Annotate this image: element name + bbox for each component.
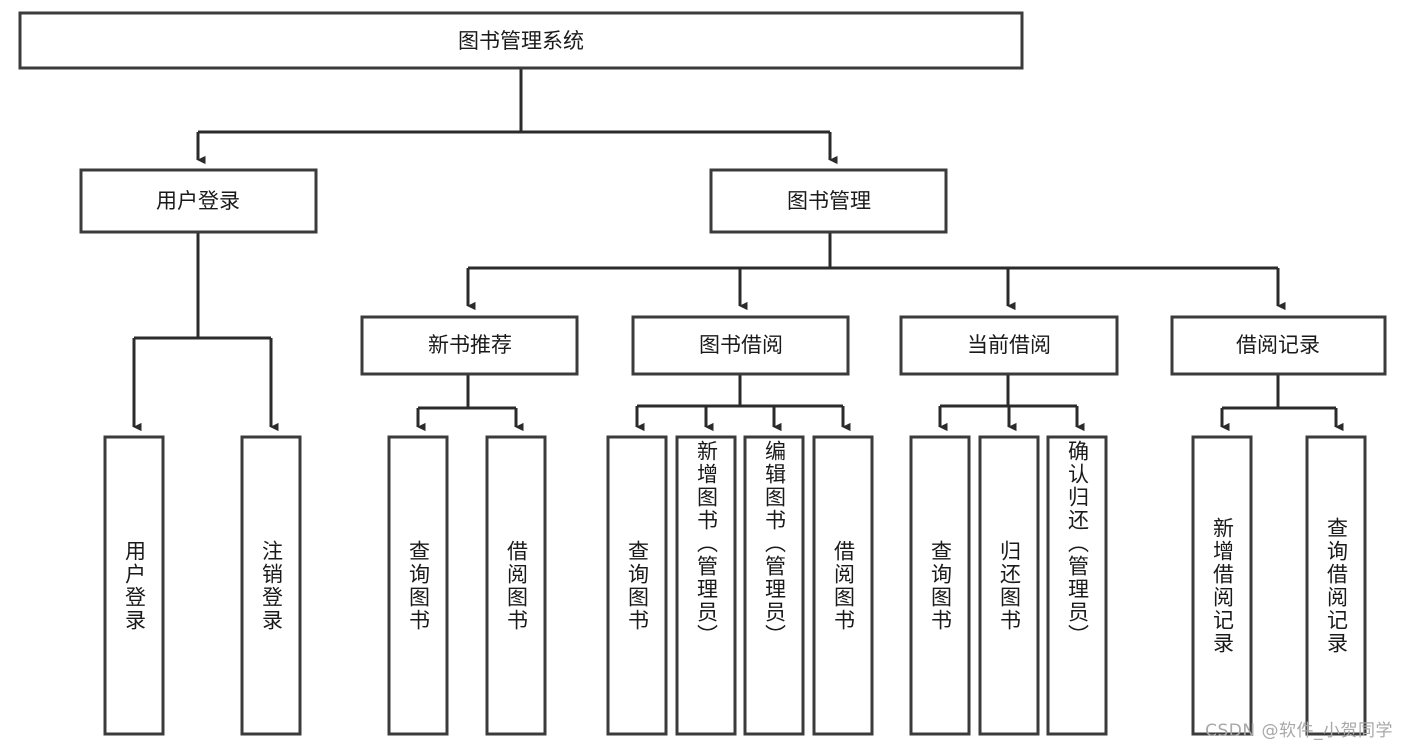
node-root-box [18,11,1024,70]
leaf-box-borrow-record-0[interactable] [1191,435,1253,736]
leaf-box-current-borrow-0[interactable] [909,435,971,736]
node-book-manage-label: 图书管理 [787,189,871,213]
leaf-group-current-borrow [909,435,1108,736]
node-borrow-record[interactable]: 借阅记录 [1170,315,1387,376]
node-book-borrow-label: 图书借阅 [699,333,783,357]
leaf-box-current-borrow-1[interactable] [978,435,1040,736]
node-borrow-record-label: 借阅记录 [1236,333,1320,357]
node-root-label: 图书管理系统 [458,29,584,53]
node-current-borrow[interactable]: 当前借阅 [899,315,1119,376]
connector-group-book-manage [466,232,1286,311]
node-borrow-record-box [1170,315,1387,376]
leaf-box-book-borrow-3[interactable] [812,435,874,736]
leaf-box-borrow-record-1[interactable] [1305,435,1367,736]
node-root-system[interactable]: 图书管理系统 [18,11,1024,70]
leaf-box-new-book-1[interactable] [485,435,547,736]
node-new-book-recommend-box [360,315,579,376]
node-user-login-box [79,168,318,234]
leaf-group-book-borrow [606,435,874,736]
node-book-manage[interactable]: 图书管理 [709,168,948,234]
node-user-login[interactable]: 用户登录 [79,168,318,234]
leaf-box-current-borrow-2[interactable] [1046,435,1108,736]
leaf-box-user-login-0[interactable] [103,435,165,736]
node-book-borrow[interactable]: 图书借阅 [631,315,850,376]
leaf-box-book-borrow-2[interactable] [743,435,805,736]
leaf-group-new-book-recommend [387,435,547,736]
node-book-borrow-box [631,315,850,376]
leaf-box-new-book-0[interactable] [387,435,449,736]
leaf-box-book-borrow-1[interactable] [675,435,737,736]
connector-group-user-login [132,232,279,432]
leaf-box-book-borrow-0[interactable] [606,435,668,736]
node-user-login-label: 用户登录 [156,189,240,213]
leaf-box-user-login-1[interactable] [240,435,302,736]
connector-group-new-book-recommend [416,374,524,432]
connector-group-current-borrow [938,374,1085,432]
connector-group-borrow-record [1220,374,1344,432]
node-new-book-recommend-label: 新书推荐 [428,333,512,357]
node-current-borrow-box [899,315,1119,376]
node-book-manage-box [709,168,948,234]
leaf-group-user-login [103,435,302,736]
node-current-borrow-label: 当前借阅 [967,333,1051,357]
node-new-book-recommend[interactable]: 新书推荐 [360,315,579,376]
connector-group-book-borrow [635,374,851,432]
csdn-watermark: CSDN @软件_小贺同学 [1205,721,1393,741]
connector-group-root [196,68,838,165]
leaf-group-borrow-record [1191,435,1367,736]
